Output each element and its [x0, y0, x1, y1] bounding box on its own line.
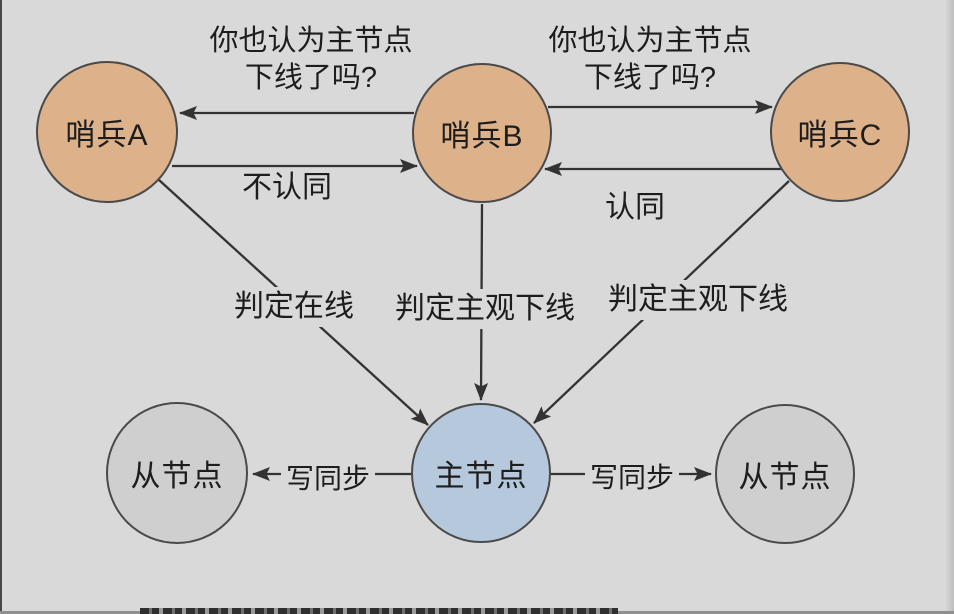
node-slave-right-label: 从节点: [738, 461, 832, 494]
label-question-right-line2: 下线了吗?: [583, 62, 717, 94]
label-question-right: 你也认为主节点 下线了吗?: [535, 23, 765, 97]
node-sentinel-b-label: 哨兵B: [440, 120, 524, 153]
node-sentinel-a-label: 哨兵A: [65, 119, 149, 152]
label-question-left: 你也认为主节点 下线了吗?: [196, 23, 426, 97]
label-judge-online: 判定在线: [229, 287, 359, 327]
label-judge-subjective-offline-mid: 判定主观下线: [390, 289, 580, 329]
node-sentinel-c-label: 哨兵C: [797, 119, 883, 152]
cut-off-subtitle-strip: [140, 608, 618, 614]
label-write-sync-right: 写同步: [585, 459, 680, 497]
label-agree: 认同: [605, 191, 665, 224]
label-judge-subjective-offline-right: 判定主观下线: [603, 280, 793, 320]
node-sentinel-b: 哨兵B: [412, 63, 552, 203]
node-slave-right: 从节点: [715, 404, 855, 544]
node-slave-left-label: 从节点: [130, 460, 224, 493]
label-question-left-line1: 你也认为主节点: [209, 25, 413, 57]
label-question-right-line1: 你也认为主节点: [548, 25, 752, 57]
label-question-left-line2: 下线了吗?: [244, 62, 378, 94]
label-write-sync-left: 写同步: [281, 460, 376, 498]
label-disagree: 不认同: [242, 171, 332, 204]
node-sentinel-c: 哨兵C: [770, 62, 910, 202]
node-slave-left: 从节点: [106, 402, 248, 544]
node-master: 主节点: [411, 403, 551, 543]
right-edge-shade: [945, 0, 954, 614]
node-master-label: 主节点: [434, 460, 528, 493]
left-edge-strip: [0, 0, 2, 614]
node-sentinel-a: 哨兵A: [36, 61, 178, 203]
